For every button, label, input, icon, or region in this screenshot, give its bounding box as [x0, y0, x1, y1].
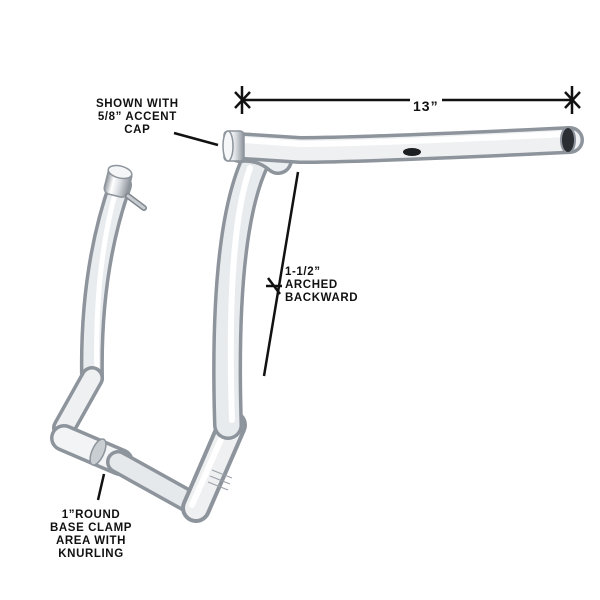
width-dimension-label: 13”: [410, 98, 442, 114]
accent-cap-label-line: CAP: [124, 124, 151, 136]
arch-dimension-line: [262, 171, 300, 377]
accent-cap-label-line: SHOWN WITH: [96, 98, 179, 110]
wire-hole: [403, 148, 421, 156]
width-dimension-line: [234, 86, 581, 114]
accent-cap-label-line: 5/8” ACCENT: [97, 111, 177, 123]
accent-cap-label: SHOWN WITH 5/8” ACCENT CAP: [96, 98, 179, 137]
rear-end-cap: [103, 164, 147, 211]
arched-label-line: ARCHED: [285, 279, 338, 291]
leader-lines: [96, 131, 219, 501]
tube-opening: [560, 126, 576, 154]
accent-cap: [222, 130, 245, 162]
arched-label-line: BACKWARD: [285, 292, 359, 304]
rear-handlebar-half: [50, 164, 202, 514]
base-clamp-label-line: KNURLING: [58, 548, 124, 560]
arched-label-line: 1-1/2”: [285, 266, 321, 278]
base-clamp-label-line: 1”ROUND: [61, 509, 121, 521]
front-handlebar-half: [181, 126, 584, 523]
arched-backward-label: 1-1/2” ARCHED BACKWARD: [285, 266, 358, 305]
base-clamp-label-line: AREA WITH: [55, 535, 127, 547]
knurling-band: [207, 469, 233, 491]
base-clamp-label: 1”ROUND BASE CLAMP AREA WITH KNURLING: [50, 509, 132, 561]
base-clamp-label-line: BASE CLAMP: [50, 522, 133, 534]
